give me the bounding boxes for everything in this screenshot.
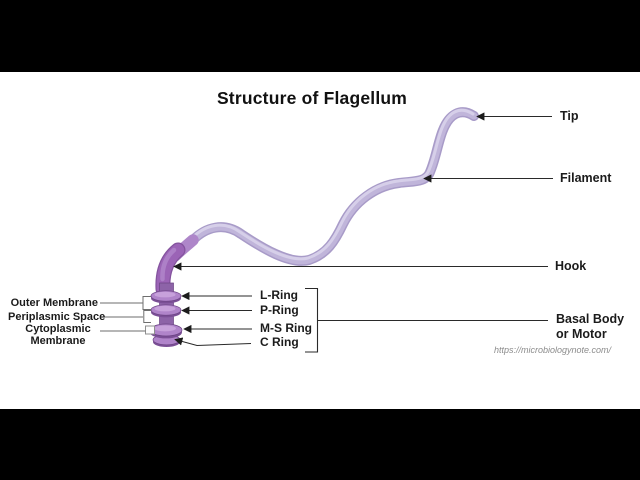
periplasmic-space-label: Periplasmic Space [8,311,106,323]
letterbox-bottom [0,409,640,480]
letterbox-top [0,0,640,72]
basal-body-label: Basal Body or Motor [556,312,625,341]
filament-label: Filament [560,171,612,185]
page-title: Structure of Flagellum [216,88,408,108]
ms-ring-label: M-S Ring [260,321,312,335]
l-ring-label: L-Ring [260,288,298,302]
p-ring-label: P-Ring [260,303,299,317]
tip-label: Tip [560,109,579,123]
c-ring-label: C Ring [260,335,299,349]
cytoplasmic-membrane-label: Cytoplasmic Membrane [25,323,91,347]
watermark-url: https://microbiologynote.com/ [493,345,612,355]
outer-membrane-label: Outer Membrane [10,297,98,309]
diagram-canvas [0,72,640,409]
hook-label: Hook [555,259,587,273]
